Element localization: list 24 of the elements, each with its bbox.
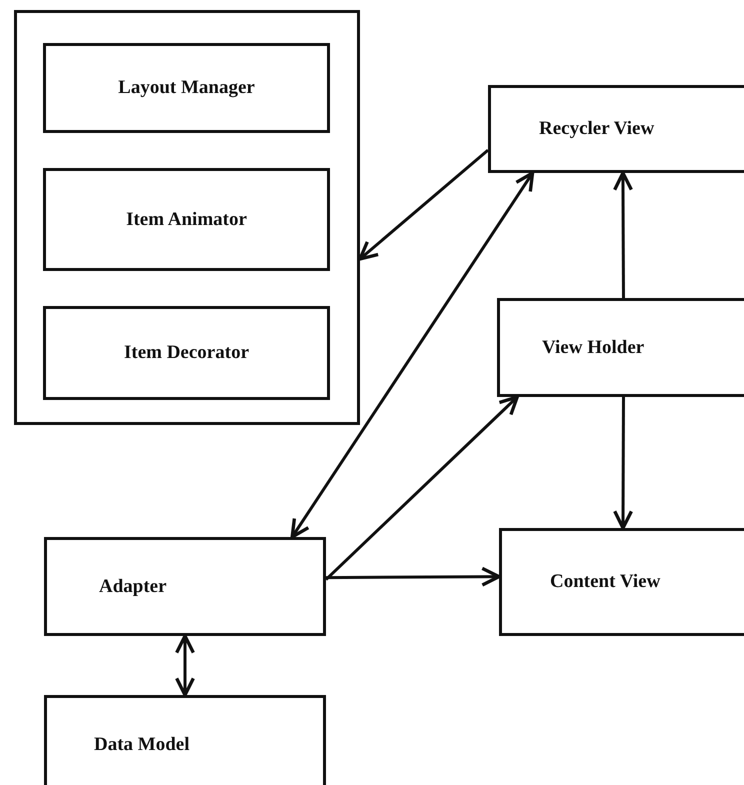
arrow — [613, 171, 633, 298]
box-label: Item Animator — [126, 208, 247, 230]
box-label: Item Decorator — [124, 342, 249, 364]
process-box — [43, 306, 330, 400]
arrow — [613, 397, 634, 530]
box-label: Recycler View — [539, 118, 654, 140]
arrow — [324, 395, 519, 581]
process-box — [43, 43, 330, 133]
process-box — [499, 528, 744, 636]
arrow — [290, 171, 534, 539]
process-box — [497, 298, 744, 397]
arrow — [326, 566, 501, 587]
process-box — [43, 168, 330, 271]
process-box — [44, 695, 326, 785]
process-box — [44, 537, 326, 636]
group-box — [14, 10, 360, 425]
box-label: View Holder — [542, 336, 644, 358]
arrow — [358, 148, 489, 261]
box-label: Adapter — [99, 576, 167, 598]
arrow — [175, 634, 195, 697]
box-label: Data Model — [94, 734, 190, 756]
process-box — [488, 85, 744, 173]
box-label: Content View — [550, 571, 660, 593]
box-label: Layout Manager — [118, 77, 255, 99]
